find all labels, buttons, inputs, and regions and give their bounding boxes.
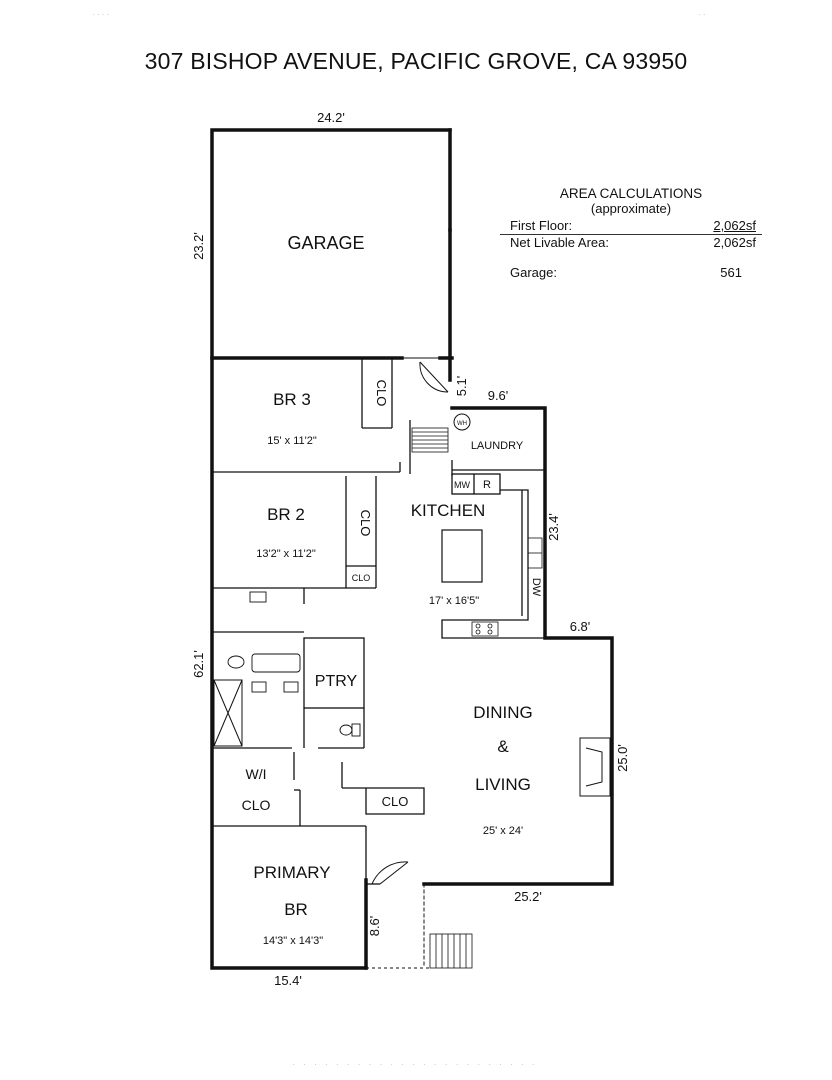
kitchen-sink-icon [527,537,543,569]
west-wall [210,128,452,970]
dim-kitchen-depth: 23.4' [546,513,561,541]
faint-header-left: · · · · [92,10,110,19]
label-primary: PRIMARY [253,863,330,882]
dim-garage-depth: 23.2' [191,232,206,260]
label-dining: DINING [473,703,533,722]
label-primary-size: 14'3" x 14'3" [263,935,323,947]
label-r: R [483,479,491,491]
dim-kitchen-step: 6.8' [570,619,591,634]
area-calculations-panel: AREA CALCULATIONS (approximate) First Fl… [500,186,762,281]
area-row-first-floor: First Floor: 2,062sf [500,218,762,235]
area-row-value: 2,062sf [713,218,756,233]
cooktop-icon [471,621,499,637]
interior-walls [212,358,545,885]
label-ptry: PTRY [315,673,358,690]
label-dw: DW [530,578,542,597]
shower-icon [213,679,243,747]
faint-header-right: · · [698,10,706,19]
label-br3-size: 15' x 11'2" [267,435,317,447]
area-row-label: First Floor: [510,218,573,233]
water-heater-label: WH [457,421,467,427]
kitchen-island [441,529,483,583]
label-clo-br3: CLO [374,380,389,407]
dim-entry-depth: 8.6' [367,916,382,937]
label-mw: MW [454,480,470,490]
page-title: 307 BISHOP AVENUE, PACIFIC GROVE, CA 939… [144,48,688,74]
fireplace-icon [579,737,611,797]
area-row-label: Garage: [510,265,557,280]
water-heater-icon [453,413,471,431]
dim-laundry-offset: 5.1' [454,376,469,397]
dim-living-width: 25.2' [514,889,542,904]
area-row-value: 561 [720,265,742,280]
label-br2-size: 13'2" x 11'2" [256,548,316,560]
east-walls [422,406,614,886]
label-wi-clo: CLO [242,797,271,813]
label-wi: W/I [246,766,267,782]
area-row-garage: Garage: 561 [500,265,762,281]
dim-garage-width: 24.2' [317,110,345,125]
door-swings [371,357,449,885]
label-dining-size: 25' x 24' [483,825,523,837]
label-clo-small: CLO [352,573,371,583]
label-kitchen: KITCHEN [411,501,486,520]
area-subheading: (approximate) [590,201,672,216]
entry-stairs-icon [429,933,473,969]
label-laundry: LAUNDRY [471,440,524,452]
label-living: LIVING [475,775,531,794]
area-row-value: 2,062sf [713,235,756,250]
exterior-walls [210,128,614,970]
dim-laundry-width: 9.6' [488,388,509,403]
area-heading: AREA CALCULATIONS [559,186,703,201]
label-kitchen-size: 17' x 16'5" [429,595,479,607]
label-clo-br2: CLO [358,510,373,537]
dim-primary-width: 15.4' [274,973,302,988]
label-br3: BR 3 [273,390,311,409]
area-row-net-livable: Net Livable Area: 2,062sf [500,235,762,251]
bath-fixtures [227,591,361,737]
label-garage: GARAGE [287,233,364,253]
label-amp: & [497,737,509,756]
dim-living-depth: 25.0' [615,744,630,772]
faint-footer: · · · · · · · · · · · · · · · · · · · · … [292,1060,538,1069]
label-br2: BR 2 [267,505,305,524]
label-hall-clo: CLO [382,794,409,809]
dim-overall-depth: 62.1' [191,650,206,678]
laundry-stair-icon [411,427,449,453]
label-primary-br: BR [284,900,308,919]
area-row-label: Net Livable Area: [510,235,610,250]
